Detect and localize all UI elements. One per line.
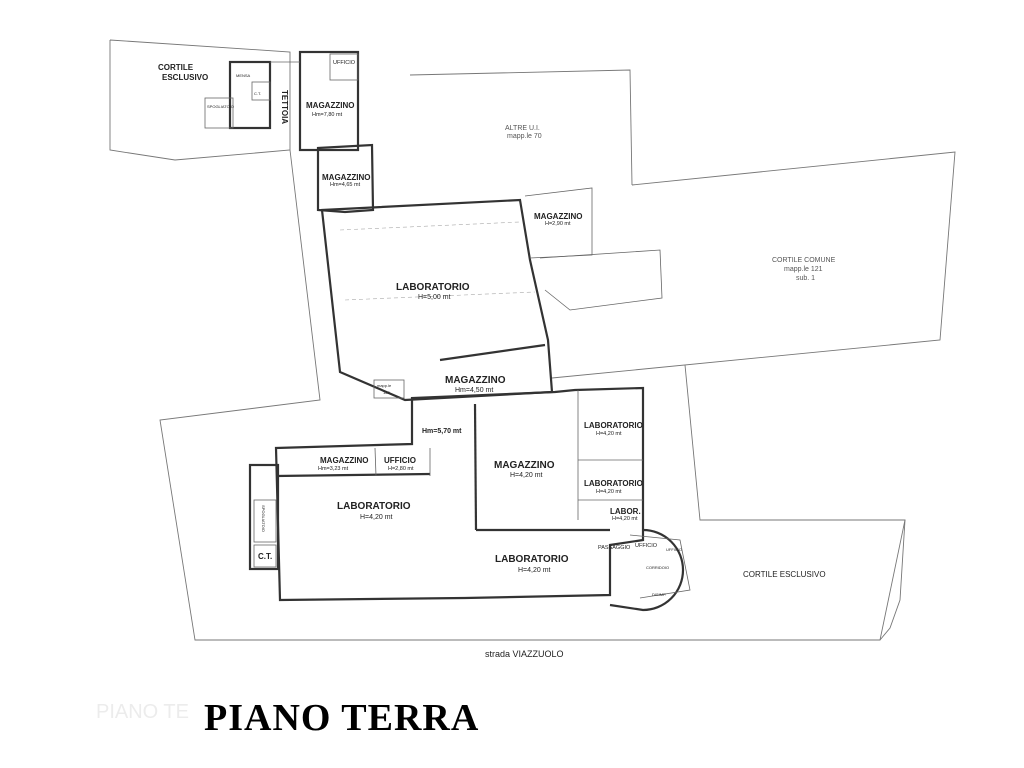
- room-ufficio-round: UFFICIO: [635, 543, 658, 549]
- ghost-text: PIANO TE: [96, 701, 189, 723]
- room-spogliatoio-left: SPOGLIATOIO: [261, 505, 266, 532]
- room-laboratorio-bottom: LABORATORIO: [495, 554, 569, 565]
- room-spogliatoio-top: SPOGLIATOIO: [207, 104, 234, 109]
- room-lab-r1-height: H=4,20 mt: [596, 431, 622, 437]
- room-magazzino-3: MAGAZZINO: [534, 212, 582, 221]
- area-mappale-line1: mapp.le: [377, 383, 392, 388]
- room-magazzino-2: MAGAZZINO: [322, 173, 370, 182]
- room-laboratorio-left: LABORATORIO: [337, 501, 411, 512]
- area-cortile-esclusivo-se: CORTILE ESCLUSIVO: [743, 570, 826, 579]
- page-title: PIANO TERRA: [204, 697, 479, 739]
- room-ct-left: C.T.: [258, 552, 272, 561]
- room-laboratorio-left-height: H=4,20 mt: [360, 514, 393, 521]
- lot-lines: [109, 39, 956, 641]
- room-disimp: DISIMP.: [652, 592, 666, 597]
- room-laboratorio-main-height: H=5,00 mt: [418, 294, 451, 301]
- room-corridoio: CORRIDOIO: [646, 565, 669, 570]
- room-magazzino-top: MAGAZZINO: [306, 101, 354, 110]
- area-labels: CORTILE ESCLUSIVO ALTRE U.I. mapp.le 70 …: [158, 63, 836, 579]
- area-cortile-comune-line1: CORTILE COMUNE: [772, 257, 836, 264]
- room-magazzino-center: MAGAZZINO: [494, 460, 555, 471]
- room-ufficio-top: UFFICIO: [333, 60, 356, 66]
- room-ufficio-left-height: H=2,80 mt: [388, 466, 414, 472]
- room-magazzino-center-height: H=4,20 mt: [510, 472, 543, 479]
- room-magazzino-450-height: Hm=4,50 mt: [455, 387, 493, 394]
- area-cortile-esclusivo-nw-line2: ESCLUSIVO: [162, 73, 208, 82]
- street-label: strada VIAZZUOLO: [485, 649, 564, 659]
- area-mappale-line2: 123: [383, 390, 390, 395]
- room-labor: LABOR.: [610, 507, 641, 516]
- room-lab-r1: LABORATORIO: [584, 421, 643, 430]
- room-passaggio: PASSAGGIO: [598, 545, 631, 551]
- area-cortile-comune-line2: mapp.le 121: [784, 266, 823, 273]
- room-magazzino-2-height: Hm=4,65 mt: [330, 182, 361, 188]
- room-lab-r2-height: H=4,20 mt: [596, 489, 622, 495]
- room-magazzino-450: MAGAZZINO: [445, 375, 506, 386]
- room-ct-top: C.T.: [254, 91, 261, 96]
- room-magazzino-3-height: H=2,90 mt: [545, 221, 571, 227]
- room-ufficio-round-2: UFFICIO: [666, 547, 682, 552]
- lower-building: [248, 386, 691, 612]
- top-left-block: [204, 50, 360, 152]
- room-magazzino-top-height: Hm=7,80 mt: [312, 112, 343, 118]
- central-building: [316, 143, 663, 402]
- area-cortile-esclusivo-nw-line1: CORTILE: [158, 63, 194, 72]
- area-altre-ui-line1: ALTRE U.I.: [505, 125, 540, 132]
- room-labels: TETTOIA MAGAZZINO Hm=7,80 mt UFFICIO MEN…: [207, 60, 682, 597]
- room-ufficio-left: UFFICIO: [384, 456, 416, 465]
- room-laboratorio-bottom-height: H=4,20 mt: [518, 567, 551, 574]
- room-magazzino-left-height: Hm=3,23 mt: [318, 466, 349, 472]
- area-altre-ui-line2: mapp.le 70: [507, 133, 542, 140]
- room-magazzino-left: MAGAZZINO: [320, 456, 368, 465]
- room-mensa: MENSA: [236, 73, 251, 78]
- room-laboratorio-main: LABORATORIO: [396, 282, 470, 293]
- room-labor-height: H=4,20 mt: [612, 516, 638, 522]
- passage-height: Hm=5,70 mt: [422, 428, 462, 435]
- area-cortile-comune-line3: sub. 1: [796, 275, 815, 282]
- room-lab-r2: LABORATORIO: [584, 479, 643, 488]
- room-tettoia: TETTOIA: [280, 90, 289, 124]
- structural-dashes: [339, 221, 536, 301]
